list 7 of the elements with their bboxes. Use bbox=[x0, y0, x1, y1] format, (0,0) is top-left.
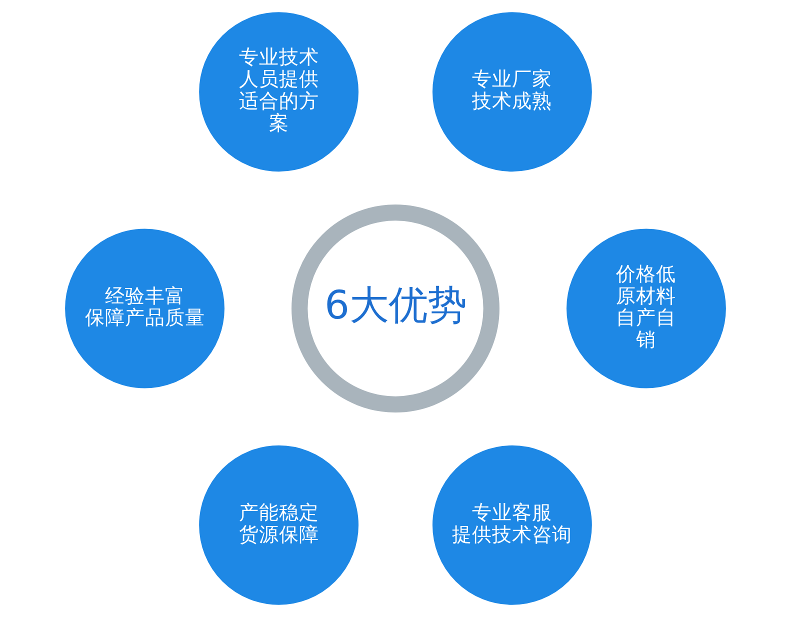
node-circle: 专业技术人员提供适合的方案 bbox=[198, 12, 358, 172]
node-circle: 专业厂家技术成熟 bbox=[432, 12, 592, 172]
node-circle: 专业客服提供技术咨询 bbox=[432, 445, 592, 605]
node-circle: 产能稳定货源保障 bbox=[198, 445, 358, 605]
node-circle: 6大优势 bbox=[291, 204, 499, 412]
node-circle: 经验丰富保障产品质量 bbox=[64, 228, 224, 388]
node-circle: 价格低原材料自产自销 bbox=[566, 228, 726, 388]
